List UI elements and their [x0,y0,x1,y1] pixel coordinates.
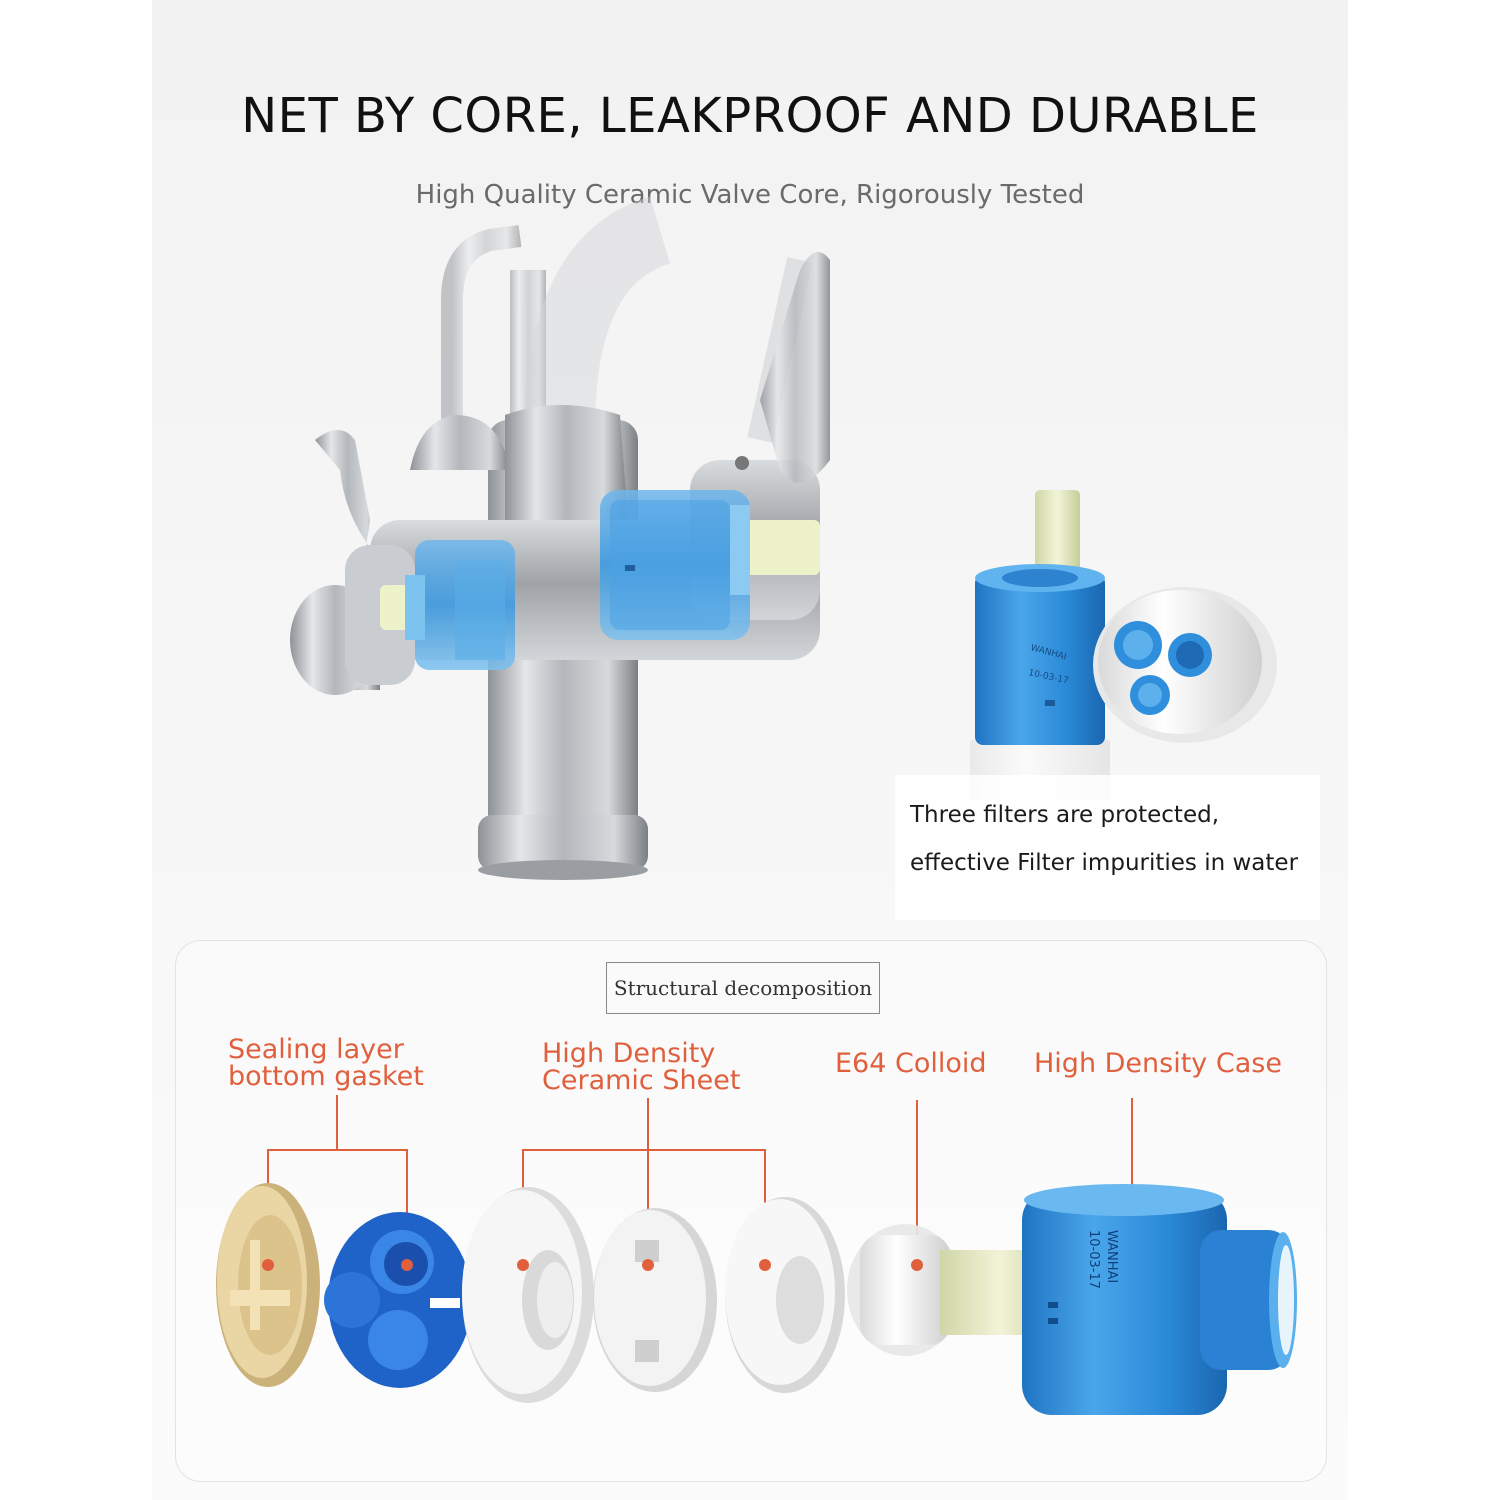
ceramic-sheet-2 [593,1208,717,1392]
right-lever [760,252,830,483]
left-cartridge-cutaway [380,540,515,670]
gasket-blue-part [324,1212,472,1388]
page-subtitle: High Quality Ceramic Valve Core, Rigorou… [415,180,1085,210]
label-ceramic-line2: Ceramic Sheet [542,1065,741,1096]
dot-blue-gasket [401,1259,413,1271]
ceramic-sheet-1 [462,1187,594,1403]
structural-decomposition-box: Structural decomposition [606,962,880,1014]
ceramic-sheet-3 [725,1197,845,1393]
right-cartridge-cutaway [600,490,820,640]
case-code-text: 10-03-17 [1086,1230,1101,1289]
case-brand-text: WANHAI [1104,1230,1119,1283]
label-high-density-case: High Density Case [1034,1048,1282,1079]
dot-yellow-gasket [262,1259,274,1271]
label-sealing-line1: Sealing layer [228,1034,404,1065]
dot-colloid [911,1259,923,1271]
gasket-yellow-part [216,1183,320,1387]
filter-note-line1: Three filters are protected, [910,802,1220,828]
high-density-case-part: WANHAI 10-03-17 [1022,1184,1297,1415]
dot-ceramic-2 [642,1259,654,1271]
dot-ceramic-1 [517,1259,529,1271]
filter-note-line2: effective Filter impurities in water [910,850,1299,876]
ceramic-cartridge-product: WANHAI 10-03-17 [970,490,1277,800]
label-sealing-line2: bottom gasket [228,1061,424,1092]
label-e64-colloid: E64 Colloid [835,1048,987,1079]
page-title: NET BY CORE, LEAKPROOF AND DURABLE [241,88,1259,144]
pointer-dots [262,1259,923,1271]
dot-ceramic-3 [759,1259,771,1271]
label-ceramic-line1: High Density [542,1038,716,1069]
